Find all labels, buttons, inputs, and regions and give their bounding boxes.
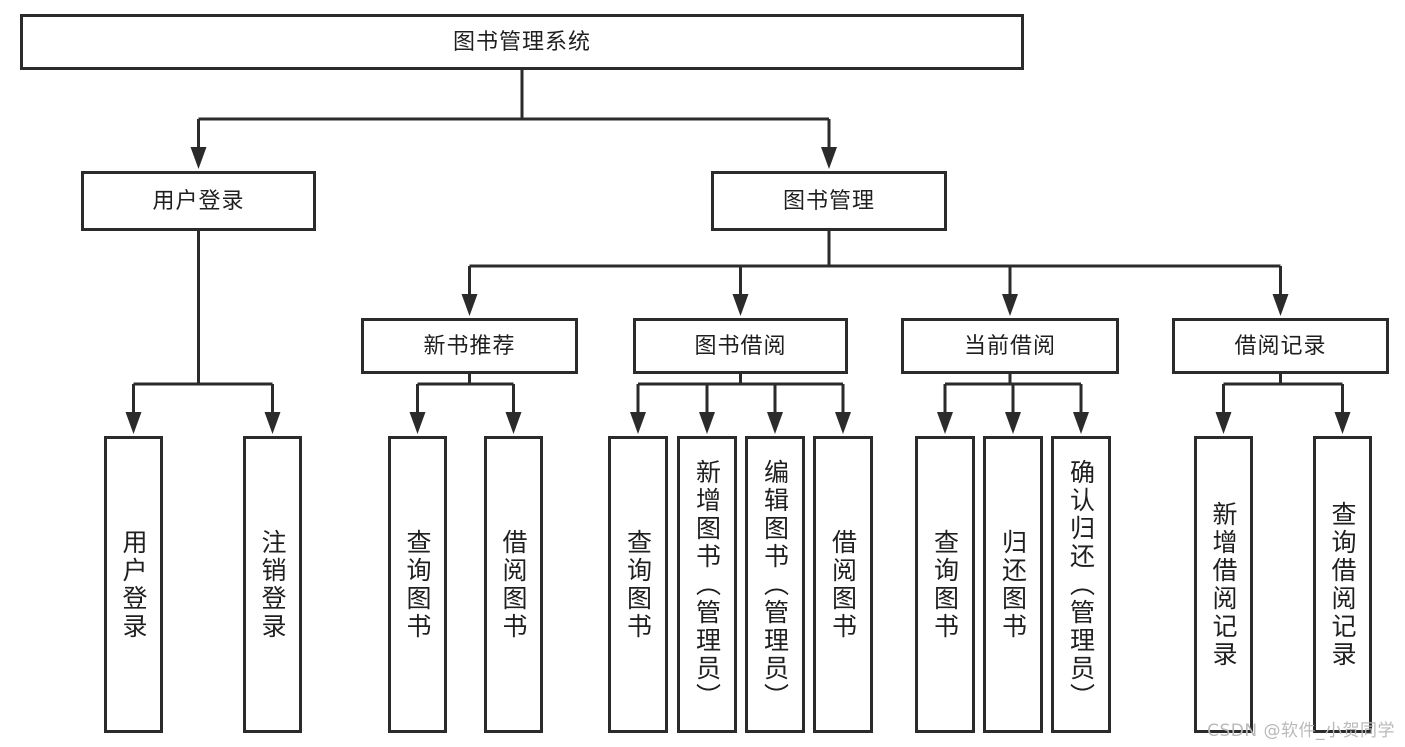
node-label: 新书推荐 — [423, 334, 515, 359]
leaf-label: 确认归还（管理员） — [1066, 458, 1096, 711]
leaf-leaf-edit-book[interactable]: 编辑图书（管理员） — [745, 436, 805, 733]
leaf-leaf-borrow-book-1[interactable]: 借阅图书 — [484, 436, 543, 733]
connector-new-book-rec — [409, 374, 522, 434]
node-root[interactable]: 图书管理系统 — [20, 14, 1024, 70]
leaf-label: 用户登录 — [119, 528, 148, 641]
connector-current-borrow — [937, 374, 1089, 434]
leaf-leaf-query-book-3[interactable]: 查询图书 — [915, 436, 975, 733]
connector-book-borrow — [630, 374, 851, 434]
leaf-leaf-query-book-2[interactable]: 查询图书 — [608, 436, 668, 733]
leaf-label: 借阅图书 — [828, 528, 858, 641]
node-user-login[interactable]: 用户登录 — [81, 171, 316, 231]
node-label: 用户登录 — [152, 189, 244, 214]
node-book-borrow[interactable]: 图书借阅 — [633, 318, 848, 374]
leaf-label: 查询图书 — [623, 528, 653, 641]
node-new-book-rec[interactable]: 新书推荐 — [361, 318, 578, 374]
leaf-leaf-query-book-1[interactable]: 查询图书 — [388, 436, 447, 733]
connector-layer — [125, 70, 1351, 434]
leaf-label: 注销登录 — [258, 528, 287, 641]
connector-borrow-record — [1215, 374, 1351, 434]
node-current-borrow[interactable]: 当前借阅 — [901, 318, 1119, 374]
connector-user-login — [125, 231, 281, 434]
node-label: 图书管理系统 — [453, 30, 591, 55]
leaf-label: 查询借阅记录 — [1328, 500, 1357, 669]
leaf-leaf-return-book[interactable]: 归还图书 — [983, 436, 1043, 733]
leaf-label: 新增图书（管理员） — [692, 458, 722, 711]
leaf-label: 编辑图书（管理员） — [760, 458, 790, 711]
leaf-label: 查询图书 — [930, 528, 960, 641]
node-borrow-record[interactable]: 借阅记录 — [1172, 318, 1389, 374]
leaf-label: 新增借阅记录 — [1209, 500, 1238, 669]
leaf-leaf-add-book[interactable]: 新增图书（管理员） — [677, 436, 737, 733]
connector-root — [190, 70, 837, 169]
connector-book-manage — [461, 231, 1289, 316]
leaf-leaf-confirm-return[interactable]: 确认归还（管理员） — [1051, 436, 1111, 733]
leaf-label: 归还图书 — [998, 528, 1028, 641]
leaf-leaf-borrow-book-2[interactable]: 借阅图书 — [813, 436, 873, 733]
node-label: 当前借阅 — [964, 334, 1056, 359]
leaf-leaf-add-record[interactable]: 新增借阅记录 — [1194, 436, 1253, 733]
leaf-leaf-logout[interactable]: 注销登录 — [243, 436, 302, 733]
leaf-leaf-user-login[interactable]: 用户登录 — [104, 436, 163, 733]
leaf-label: 借阅图书 — [499, 528, 528, 641]
node-label: 图书借阅 — [694, 334, 786, 359]
node-book-manage[interactable]: 图书管理 — [711, 171, 947, 231]
node-label: 图书管理 — [783, 189, 875, 214]
leaf-label: 查询图书 — [403, 528, 432, 641]
node-label: 借阅记录 — [1234, 334, 1326, 359]
leaf-leaf-query-record[interactable]: 查询借阅记录 — [1313, 436, 1372, 733]
